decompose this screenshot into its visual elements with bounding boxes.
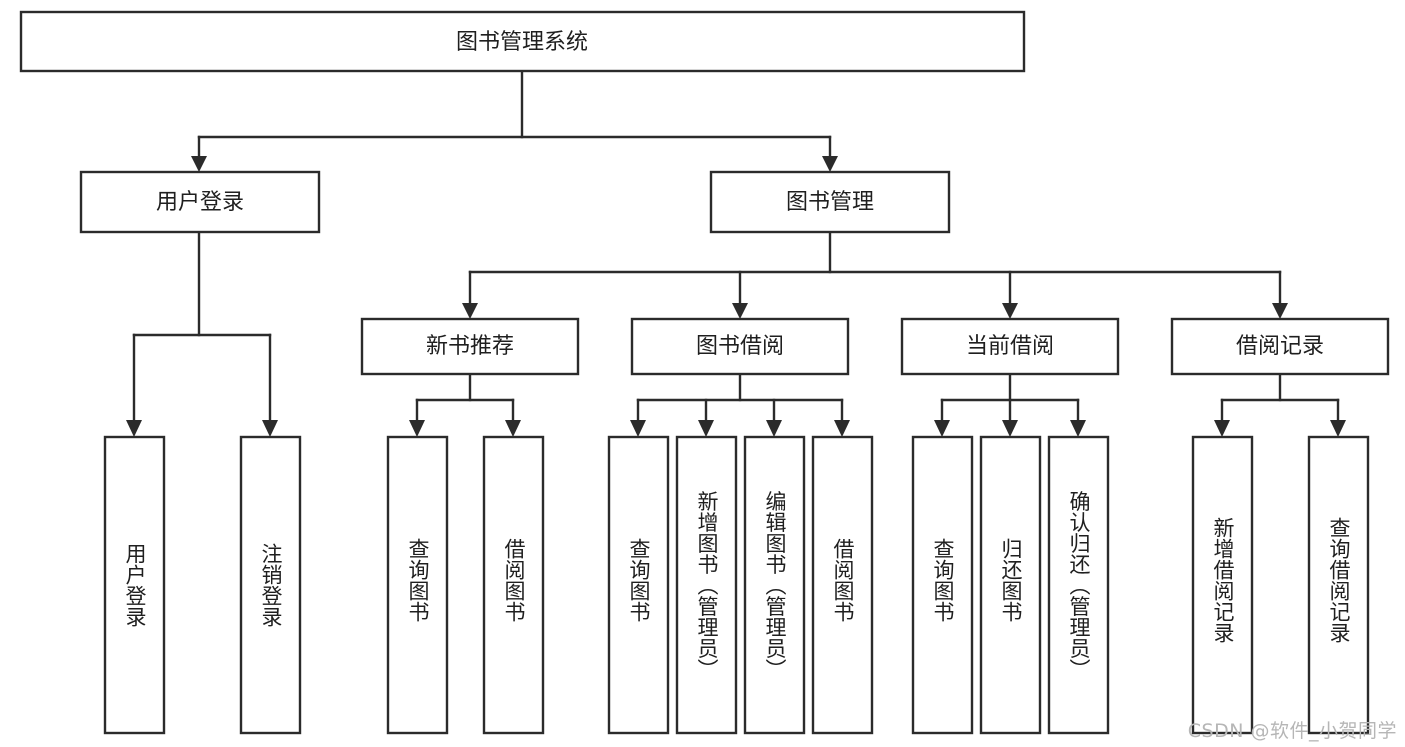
- arrowhead-leaf-edit-book: [766, 420, 782, 437]
- node-current-borrow-label: 当前借阅: [966, 334, 1054, 359]
- node-leaf-return-book-label: 归还图书: [999, 538, 1023, 622]
- arrowhead-user-login: [191, 156, 207, 172]
- node-book-manage[interactable]: 图书管理: [709, 170, 951, 234]
- node-leaf-query-book-2-label: 查询图书: [627, 538, 651, 622]
- node-leaf-user-login-box[interactable]: [103, 435, 166, 735]
- arrowhead-current-borrow: [1002, 303, 1018, 319]
- connector-layer: [126, 69, 1346, 437]
- arrowhead-book-borrow: [732, 303, 748, 319]
- arrowhead-leaf-user-login: [126, 420, 142, 437]
- arrowhead-leaf-add-record: [1214, 420, 1230, 437]
- node-borrow-record-label: 借阅记录: [1236, 334, 1324, 359]
- node-user-login-label: 用户登录: [156, 190, 244, 215]
- arrowhead-leaf-user-logout: [262, 420, 278, 437]
- node-borrow-record-box[interactable]: [1170, 317, 1390, 376]
- arrowhead-leaf-query-book-1: [409, 420, 425, 437]
- node-user-login-box[interactable]: [79, 170, 321, 234]
- node-book-borrow-label: 图书借阅: [696, 334, 784, 359]
- arrowhead-new-book-recommend: [462, 303, 478, 319]
- node-leaf-borrow-book-2-box[interactable]: [811, 435, 874, 735]
- arrowhead-leaf-confirm-return: [1070, 420, 1086, 437]
- node-leaf-borrow-book-2-label: 借阅图书: [831, 538, 855, 622]
- node-leaf-add-book-label: 新增图书（管理员）: [695, 491, 719, 680]
- node-current-borrow[interactable]: 当前借阅: [900, 317, 1120, 376]
- node-root[interactable]: 图书管理系统: [19, 10, 1026, 73]
- node-new-book-recommend-box[interactable]: [360, 317, 580, 376]
- node-leaf-borrow-book-1-box[interactable]: [482, 435, 545, 735]
- node-borrow-record[interactable]: 借阅记录: [1170, 317, 1390, 376]
- node-leaf-query-book-2-box[interactable]: [607, 435, 670, 735]
- node-leaf-query-book-2[interactable]: 查询图书: [607, 435, 670, 735]
- node-leaf-query-book-1-box[interactable]: [386, 435, 449, 735]
- arrowhead-leaf-borrow-book-2: [834, 420, 850, 437]
- node-leaf-borrow-book-2[interactable]: 借阅图书: [811, 435, 874, 735]
- node-new-book-recommend[interactable]: 新书推荐: [360, 317, 580, 376]
- node-leaf-add-record-box[interactable]: [1191, 435, 1254, 735]
- node-leaf-confirm-return[interactable]: 确认归还（管理员）: [1047, 435, 1110, 735]
- node-leaf-query-book-3[interactable]: 查询图书: [911, 435, 974, 735]
- node-leaf-query-book-3-label: 查询图书: [931, 538, 955, 622]
- node-current-borrow-box[interactable]: [900, 317, 1120, 376]
- node-leaf-user-login-label: 用户登录: [123, 543, 147, 627]
- arrowhead-leaf-query-book-3: [934, 420, 950, 437]
- arrowhead-leaf-return-book: [1002, 420, 1018, 437]
- node-leaf-return-book[interactable]: 归还图书: [979, 435, 1042, 735]
- node-book-manage-box[interactable]: [709, 170, 951, 234]
- node-leaf-query-book-3-box[interactable]: [911, 435, 974, 735]
- arrowhead-book-manage: [822, 156, 838, 172]
- node-book-manage-label: 图书管理: [786, 190, 874, 215]
- node-leaf-user-logout[interactable]: 注销登录: [239, 435, 302, 735]
- node-book-borrow[interactable]: 图书借阅: [630, 317, 850, 376]
- node-root-label: 图书管理系统: [456, 30, 588, 55]
- arrowhead-leaf-query-book-2: [630, 420, 646, 437]
- node-leaf-add-book[interactable]: 新增图书（管理员）: [675, 435, 738, 735]
- node-leaf-add-record-label: 新增借阅记录: [1211, 517, 1235, 643]
- node-root-box[interactable]: [19, 10, 1026, 73]
- node-leaf-query-book-1[interactable]: 查询图书: [386, 435, 449, 735]
- node-leaf-query-record-label: 查询借阅记录: [1327, 517, 1351, 643]
- node-leaf-return-book-box[interactable]: [979, 435, 1042, 735]
- node-leaf-edit-book-box[interactable]: [743, 435, 806, 735]
- node-new-book-recommend-label: 新书推荐: [426, 334, 514, 359]
- node-leaf-query-book-1-label: 查询图书: [406, 538, 430, 622]
- node-leaf-add-record[interactable]: 新增借阅记录: [1191, 435, 1254, 735]
- node-leaf-edit-book-label: 编辑图书（管理员）: [763, 491, 787, 680]
- node-leaf-query-record[interactable]: 查询借阅记录: [1307, 435, 1370, 735]
- node-leaf-borrow-book-1[interactable]: 借阅图书: [482, 435, 545, 735]
- arrowhead-leaf-query-record: [1330, 420, 1346, 437]
- node-user-login[interactable]: 用户登录: [79, 170, 321, 234]
- node-leaf-add-book-box[interactable]: [675, 435, 738, 735]
- node-leaf-user-login[interactable]: 用户登录: [103, 435, 166, 735]
- node-leaf-borrow-book-1-label: 借阅图书: [502, 538, 526, 622]
- node-leaf-confirm-return-label: 确认归还（管理员）: [1067, 491, 1091, 680]
- arrowhead-borrow-record: [1272, 303, 1288, 319]
- node-leaf-edit-book[interactable]: 编辑图书（管理员）: [743, 435, 806, 735]
- node-book-borrow-box[interactable]: [630, 317, 850, 376]
- node-leaf-confirm-return-box[interactable]: [1047, 435, 1110, 735]
- node-leaf-user-logout-label: 注销登录: [259, 543, 283, 627]
- node-leaf-query-record-box[interactable]: [1307, 435, 1370, 735]
- arrowhead-leaf-borrow-book-1: [505, 420, 521, 437]
- node-leaf-user-logout-box[interactable]: [239, 435, 302, 735]
- arrowhead-leaf-add-book: [698, 420, 714, 437]
